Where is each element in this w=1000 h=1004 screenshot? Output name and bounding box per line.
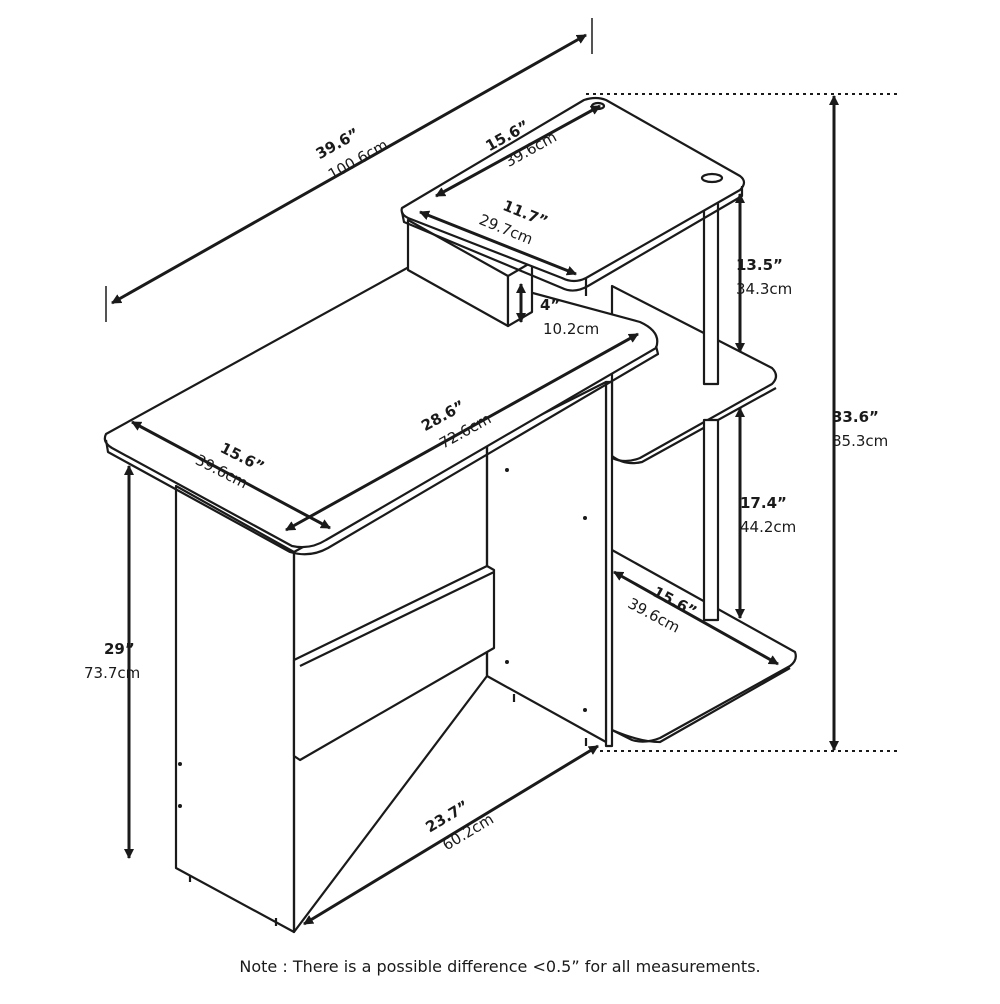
middle-shelf bbox=[610, 284, 778, 463]
upper-gap-metric: 34.3cm bbox=[736, 280, 792, 298]
extension-lines bbox=[586, 93, 898, 752]
total-height-imperial: 33.6” bbox=[832, 408, 879, 426]
cable-grommet bbox=[700, 172, 724, 184]
lower-gap-imperial: 17.4” bbox=[740, 494, 787, 512]
lower-gap-metric: 44.2cm bbox=[740, 518, 796, 536]
shelf-post bbox=[702, 192, 720, 386]
measurement-note: Note : There is a possible difference <0… bbox=[239, 957, 761, 976]
front-panel bbox=[174, 484, 296, 934]
total-height-metric: 85.3cm bbox=[832, 432, 888, 450]
riser-height-metric: 10.2cm bbox=[543, 320, 599, 338]
desk-height-metric: 73.7cm bbox=[84, 664, 140, 682]
dimension-lines bbox=[105, 18, 839, 926]
upper-gap-imperial: 13.5” bbox=[736, 256, 783, 274]
riser-height-imperial: 4” bbox=[540, 296, 560, 314]
desk-height-imperial: 29” bbox=[104, 640, 135, 658]
